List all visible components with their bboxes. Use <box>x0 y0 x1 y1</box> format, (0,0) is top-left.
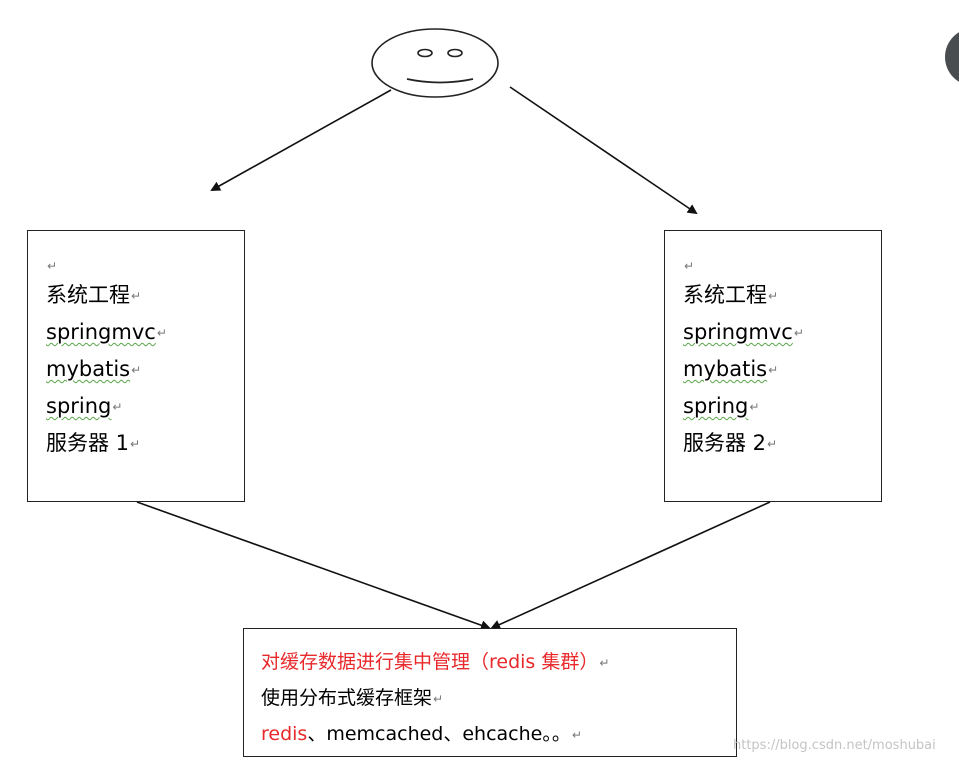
mybatis-label: mybatis↵ <box>46 357 142 381</box>
cache-frameworks: redis、memcached、ehcache。。↵ <box>261 723 582 745</box>
blank-line: ↵ <box>46 253 244 277</box>
server-name-label: 服务器 1↵ <box>46 431 141 455</box>
return-arrow-icon: ↵ <box>47 259 58 273</box>
server-box-1: ↵ 系统工程↵ springmvc↵ mybatis↵ spring↵ 服务器 … <box>27 230 245 502</box>
system-project-label: 系统工程↵ <box>46 283 142 307</box>
return-arrow-icon: ↵ <box>749 399 760 414</box>
blank-line: ↵ <box>683 253 881 277</box>
return-arrow-icon: ↵ <box>130 436 141 451</box>
server-box-2: ↵ 系统工程↵ springmvc↵ mybatis↵ spring↵ 服务器 … <box>664 230 882 502</box>
watermark: https://blog.csdn.net/moshubai <box>733 738 936 753</box>
arrow-server-1-to-cache <box>136 501 491 631</box>
return-arrow-icon: ↵ <box>131 362 142 377</box>
arrow-server-2-to-cache <box>490 501 771 630</box>
spring-label: spring↵ <box>683 394 760 418</box>
springmvc-label: springmvc↵ <box>683 320 804 344</box>
cache-subtitle: 使用分布式缓存框架↵ <box>261 687 444 709</box>
return-arrow-icon: ↵ <box>768 362 779 377</box>
return-arrow-icon: ↵ <box>433 691 444 706</box>
return-arrow-icon: ↵ <box>571 727 582 742</box>
return-arrow-icon: ↵ <box>767 436 778 451</box>
spring-label: spring↵ <box>46 394 123 418</box>
system-project-label: 系统工程↵ <box>683 283 779 307</box>
return-arrow-icon: ↵ <box>156 325 167 340</box>
cache-title: 对缓存数据进行集中管理（redis 集群）↵ <box>261 651 610 673</box>
mybatis-label: mybatis↵ <box>683 357 779 381</box>
cache-cluster-box: 对缓存数据进行集中管理（redis 集群）↵ 使用分布式缓存框架↵ redis、… <box>243 628 737 757</box>
return-arrow-icon: ↵ <box>684 259 695 273</box>
return-arrow-icon: ↵ <box>599 655 610 670</box>
server-name-label: 服务器 2↵ <box>683 431 778 455</box>
return-arrow-icon: ↵ <box>131 288 142 303</box>
arrow-user-to-server-2 <box>509 86 698 215</box>
floating-circle-button[interactable] <box>945 28 959 86</box>
smiley-face-icon <box>371 28 499 98</box>
arrow-user-to-server-1 <box>210 89 392 191</box>
return-arrow-icon: ↵ <box>112 399 123 414</box>
springmvc-label: springmvc↵ <box>46 320 167 344</box>
return-arrow-icon: ↵ <box>768 288 779 303</box>
return-arrow-icon: ↵ <box>793 325 804 340</box>
